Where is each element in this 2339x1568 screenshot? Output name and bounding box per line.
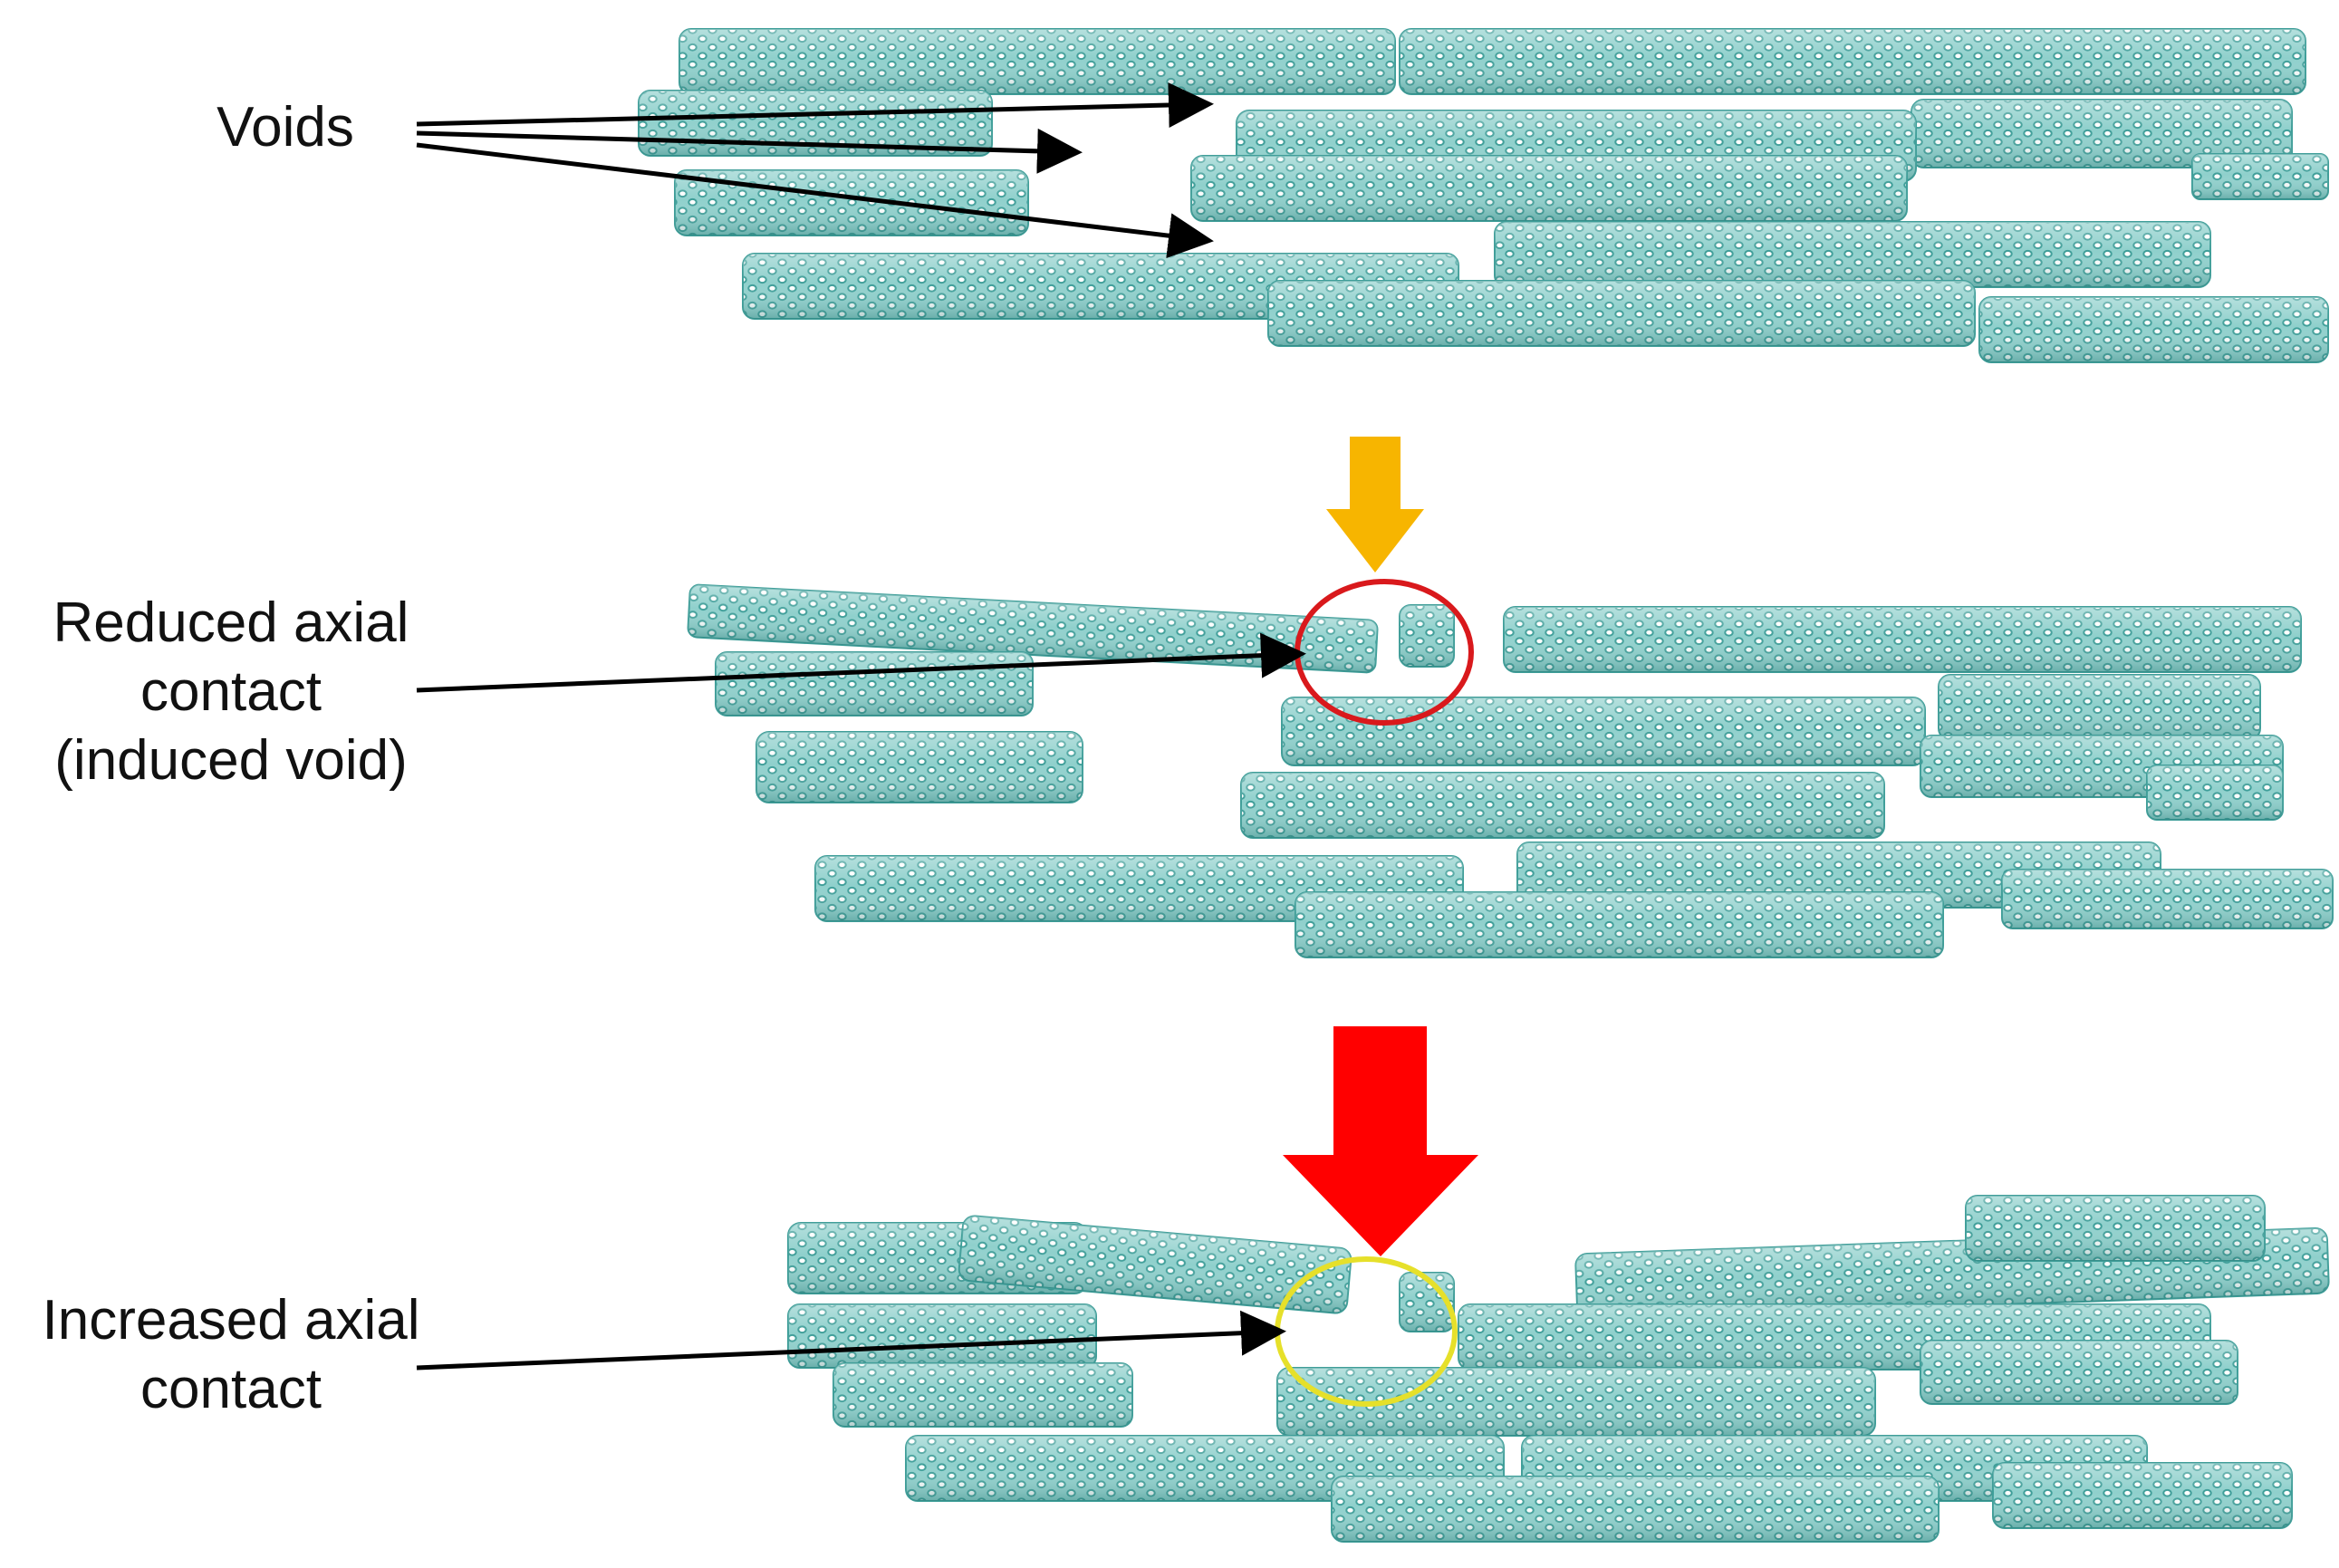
nanotube-shading [1191, 156, 1907, 221]
nanotube [1295, 891, 1944, 958]
nanotube [1978, 296, 2329, 363]
nanotube [1399, 1272, 1455, 1332]
nanotube-shading [688, 584, 1378, 673]
nanotube-shading [1495, 222, 2210, 287]
nanotube [958, 1215, 1352, 1314]
increased-label-line-2: contact [140, 1358, 322, 1420]
nanotube [1494, 221, 2211, 288]
nanotube-shading [675, 170, 1028, 236]
large-load-down-arrow-icon [1283, 1026, 1478, 1256]
nanotube-shading [1993, 1463, 2292, 1528]
nanotube-shading [833, 1363, 1132, 1427]
nanotube-shading [1295, 892, 1943, 957]
nanotube [687, 583, 1379, 674]
nanotube [1503, 606, 2302, 673]
nanotube-shading [679, 29, 1395, 94]
nanotube [1920, 1340, 2238, 1405]
nanotube [1399, 604, 1455, 668]
nanotube [1992, 1462, 2293, 1529]
void-pointer-arrow-1 [416, 82, 1214, 129]
nanotube [833, 1362, 1133, 1428]
increased-axial-contact-label: Increased axial contact [9, 1286, 453, 1424]
nanotube [2001, 869, 2334, 929]
nanotube [2191, 153, 2329, 200]
reduced-label-line-2: contact [140, 660, 322, 723]
nanotube [1965, 1195, 2266, 1262]
voids-label: Voids [136, 93, 435, 162]
nanotube-shading [639, 91, 992, 156]
nanotube [638, 90, 993, 157]
nanotube [1281, 697, 1926, 766]
nanotube [1911, 99, 2293, 168]
nanotube-shading [2192, 154, 2328, 199]
nanotube-shading [1979, 297, 2328, 362]
nanotube [1267, 280, 1976, 347]
nanotube [787, 1303, 1097, 1369]
reduced-label-line-1: Reduced axial [53, 592, 409, 654]
nanotube-shading [1268, 281, 1975, 346]
nanotube [2146, 765, 2284, 821]
nanotube [1240, 772, 1885, 839]
nanotube-shading [1911, 100, 2292, 168]
annotation-layer [416, 82, 1478, 1407]
nanotube-shading [1966, 1196, 2265, 1261]
nanotube [1331, 1476, 1940, 1543]
nanotube-shading [1241, 773, 1884, 838]
small-load-down-arrow-icon [1326, 437, 1424, 572]
nanotube-shading [1400, 1273, 1454, 1332]
nanotube-shading [2002, 870, 2333, 928]
nanotube-shading [1400, 29, 2305, 94]
nanotube-shading [788, 1304, 1096, 1368]
nanotube-shading [756, 732, 1083, 803]
nanotube [1276, 1367, 1876, 1437]
nanotube [679, 28, 1396, 95]
nanotube [1399, 28, 2306, 95]
nanotube [674, 169, 1029, 236]
nanotube [715, 651, 1034, 717]
nanotube-shading [1504, 607, 2301, 672]
nanotube [756, 731, 1083, 803]
reduced-label-line-3: (induced void) [54, 729, 408, 792]
nanotube [1190, 155, 1908, 222]
reduced-axial-contact-label: Reduced axial contact (induced void) [9, 589, 453, 795]
nanotube-shading [958, 1216, 1352, 1313]
nanotube [1938, 674, 2261, 741]
nanotube-shading [1920, 1341, 2238, 1404]
nanotube-shading [1400, 605, 1454, 667]
nanotube-shading [1282, 697, 1925, 765]
nanotube-shading [716, 652, 1033, 716]
increased-label-line-1: Increased axial [42, 1289, 420, 1352]
voids-label-text: Voids [217, 96, 354, 159]
nanotube-shading [2147, 765, 2283, 820]
void-pointer-arrow-2 [416, 128, 1083, 174]
increased-contact-pointer-arrow [416, 1310, 1286, 1371]
nanotube-shading [1332, 1477, 1939, 1542]
reduced-contact-pointer-arrow [416, 632, 1306, 693]
nanotube-layer [638, 28, 2334, 1543]
nanotube-shading [1939, 675, 2260, 740]
void-pointer-arrow-3 [416, 142, 1214, 259]
